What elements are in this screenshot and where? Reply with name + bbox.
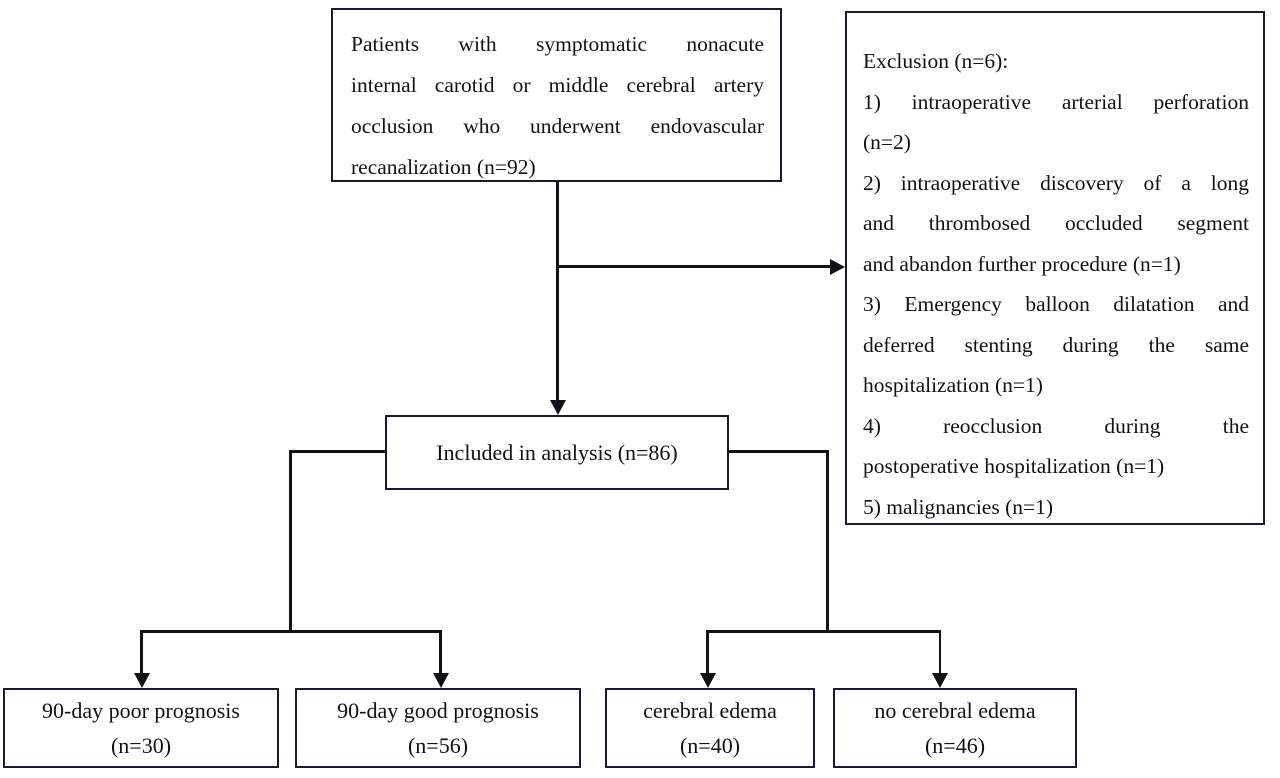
connector-to-exclusion: [556, 265, 830, 268]
exclusion-line-11: postoperative hospitalization (n=1): [863, 454, 1165, 478]
connector-left-stem: [289, 450, 292, 633]
connector-right-split-bar: [706, 630, 941, 633]
node-exclusion: Exclusion (n=6): 1) intraoperative arter…: [845, 11, 1265, 525]
exclusion-line-10: 4) reocclusion during the: [863, 413, 1249, 438]
exclusion-line-3: (n=2): [863, 130, 911, 154]
good-prognosis-count: (n=56): [407, 733, 469, 758]
enrollment-line-3: occlusion who underwent endovascular: [351, 114, 764, 138]
arrowhead-to-exclusion: [830, 258, 845, 275]
node-no-cerebral-edema: no cerebral edema (n=46): [833, 688, 1077, 768]
arrowhead-to-good-prognosis: [432, 673, 449, 688]
poor-prognosis-label: 90-day poor prognosis: [42, 698, 240, 723]
cerebral-edema-count: (n=40): [679, 733, 741, 758]
connector-enrollment-to-included: [556, 182, 559, 400]
arrowhead-to-poor-prognosis: [133, 673, 150, 688]
arrowhead-to-no-cerebral-edema: [932, 673, 948, 688]
exclusion-line-2: 1) intraoperative arterial perforation: [863, 89, 1249, 114]
connector-to-cerebral-edema: [706, 630, 709, 673]
node-poor-prognosis: 90-day poor prognosis (n=30): [3, 688, 279, 768]
exclusion-line-12: 5) malignancies (n=1): [863, 494, 1054, 519]
exclusion-line-9: hospitalization (n=1): [863, 373, 1043, 397]
node-included-in-analysis: Included in analysis (n=86): [385, 415, 729, 490]
exclusion-line-5: and thrombosed occluded segment: [863, 211, 1249, 235]
connector-to-good-prognosis: [439, 630, 442, 673]
enrollment-line-1: Patients with symptomatic nonacute: [351, 32, 764, 56]
no-cerebral-edema-label: no cerebral edema: [874, 698, 1036, 723]
arrowhead-enrollment-to-included: [549, 400, 566, 415]
exclusion-line-6: and abandon further procedure (n=1): [863, 251, 1181, 276]
exclusion-line-8: deferred stenting during the same: [863, 332, 1249, 357]
arrowhead-to-cerebral-edema: [699, 673, 716, 688]
no-cerebral-edema-count: (n=46): [924, 733, 986, 758]
exclusion-line-1: Exclusion (n=6):: [863, 49, 1009, 73]
exclusion-line-7: 3) Emergency balloon dilatation and: [863, 292, 1249, 316]
node-cerebral-edema: cerebral edema (n=40): [605, 688, 815, 768]
cerebral-edema-label: cerebral edema: [643, 698, 777, 723]
exclusion-line-4: 2) intraoperative discovery of a long: [863, 170, 1249, 195]
connector-to-poor-prognosis: [140, 630, 143, 673]
connector-included-left-stub: [289, 450, 387, 453]
included-label: Included in analysis (n=86): [436, 439, 678, 465]
enrollment-line-4: recanalization (n=92): [351, 155, 536, 179]
poor-prognosis-count: (n=30): [110, 733, 172, 758]
connector-to-no-cerebral-edema: [938, 630, 941, 673]
node-enrollment: Patients with symptomatic nonacute inter…: [331, 8, 782, 182]
node-good-prognosis: 90-day good prognosis (n=56): [295, 688, 581, 768]
connector-left-split-bar: [140, 630, 441, 633]
good-prognosis-label: 90-day good prognosis: [337, 698, 539, 723]
enrollment-line-2: internal carotid or middle cerebral arte…: [351, 73, 764, 97]
connector-included-right-stub: [727, 450, 828, 453]
connector-right-stem: [826, 450, 829, 633]
